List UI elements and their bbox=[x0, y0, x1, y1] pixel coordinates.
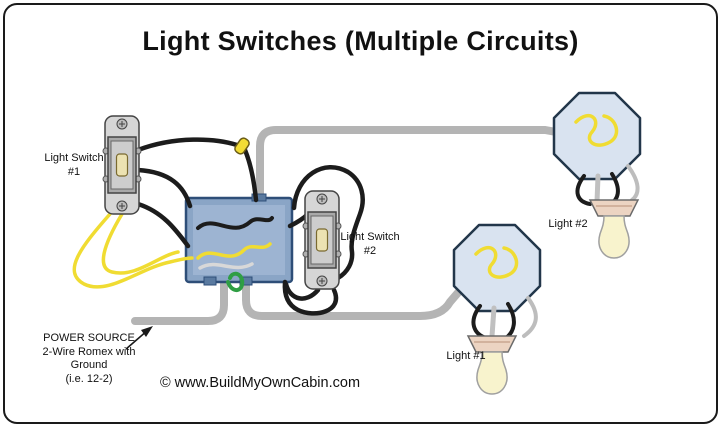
yellow-curl-in-box bbox=[196, 242, 272, 260]
cable-to-light2 bbox=[256, 126, 560, 206]
switch2-bottom-wire-b bbox=[282, 279, 339, 316]
junction-box bbox=[184, 193, 294, 286]
switch2-toggle bbox=[315, 228, 329, 252]
power-source-wire bbox=[131, 272, 228, 325]
switch1-wire-bottom bbox=[135, 201, 191, 249]
ground-wire bbox=[226, 271, 245, 292]
power-source-label-line4: (i.e. 12-2) bbox=[65, 372, 113, 385]
cable-clamp-top bbox=[251, 193, 267, 202]
switch2-screw-slot-bottom bbox=[319, 278, 325, 284]
cable-clamp-bottom-right bbox=[239, 276, 253, 286]
light-switch-2-label-line2: #2 bbox=[363, 244, 377, 257]
light2-white-side bbox=[626, 164, 640, 202]
light2-black-lead-a bbox=[575, 174, 592, 206]
diagram-title: Light Switches (Multiple Circuits) bbox=[142, 26, 579, 56]
light-switch-1-label-line1: Light Switch bbox=[44, 152, 104, 164]
octagon-box-light1 bbox=[452, 223, 542, 313]
neutral-wires bbox=[131, 126, 560, 325]
power-arrow-head bbox=[141, 326, 153, 337]
light-1-label: Light #1 bbox=[446, 350, 486, 362]
light-2-label: Light #2 bbox=[548, 218, 588, 230]
octagon2-yellow-wire bbox=[574, 114, 619, 147]
copyright-label: © www.BuildMyOwnCabin.com bbox=[159, 375, 361, 391]
light-switch-2-label-line1: Light Switch bbox=[340, 231, 400, 243]
light-switch-1 bbox=[102, 115, 142, 215]
light1-socket bbox=[466, 335, 518, 353]
switch2-arc-wire bbox=[291, 165, 365, 281]
light1-white-side bbox=[522, 296, 538, 338]
nut-to-box-wire bbox=[242, 147, 259, 203]
light2-bulb bbox=[598, 215, 630, 259]
switch2-screw-slot-top bbox=[319, 196, 325, 202]
switch1-wire-mid bbox=[135, 167, 193, 209]
light1-white-drop bbox=[489, 305, 497, 339]
junction-box-wires bbox=[196, 216, 274, 292]
wire-nut-cap bbox=[234, 137, 250, 155]
switch1-wire-top bbox=[135, 137, 240, 153]
switch1-toggle bbox=[115, 153, 129, 177]
switch1-screw-slot-bottom bbox=[119, 203, 125, 209]
cable-to-light1 bbox=[242, 272, 466, 320]
white-curl-in-box bbox=[198, 262, 254, 270]
yellow-wires bbox=[72, 212, 194, 289]
power-source-label-line1: POWER SOURCE bbox=[43, 332, 135, 344]
cable-clamp-bottom-left bbox=[203, 276, 217, 286]
power-source-label-line3: Ground bbox=[70, 359, 108, 371]
light-switch-2-label: Light Switch #2 bbox=[338, 231, 402, 258]
yellow-wire-nut bbox=[234, 137, 250, 155]
light2-white-drop bbox=[594, 173, 601, 205]
light-switch-1-label-line2: #1 bbox=[67, 165, 81, 178]
light-switch-2 bbox=[302, 190, 342, 290]
light2-socket bbox=[588, 199, 640, 217]
switch1-screw-slot-top bbox=[119, 121, 125, 127]
light-switch-1-label: Light Switch #1 bbox=[36, 152, 112, 179]
switch2-bottom-wire-a bbox=[283, 281, 321, 301]
black-curl-in-box bbox=[196, 216, 274, 230]
yellow-loop-b bbox=[101, 212, 180, 275]
octagon1-yellow-wire bbox=[474, 246, 519, 279]
yellow-loop-a bbox=[72, 212, 194, 289]
power-source-label-line2: 2-Wire Romex with bbox=[42, 345, 136, 358]
power-source-label: POWER SOURCE 2-Wire Romex with Ground (i… bbox=[16, 332, 162, 386]
light1-bulb bbox=[476, 351, 508, 395]
